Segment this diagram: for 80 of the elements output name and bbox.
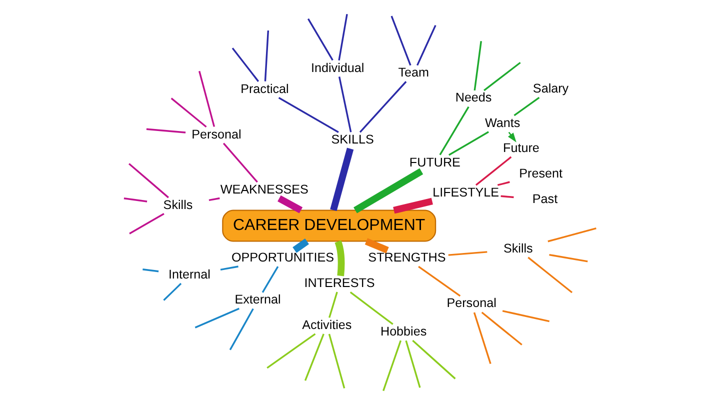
node-text: Past [532,192,558,206]
connector [502,310,550,322]
connector [412,340,456,380]
node-text: Salary [532,82,569,96]
connector [278,97,339,133]
connector [198,70,216,127]
node-text: Activities [302,318,352,332]
node-text: WEAKNESSES [220,182,308,196]
node-text: STRENGTHS [368,250,446,265]
node-text: Personal [192,127,242,142]
connector [304,334,324,381]
node-text: Team [398,66,429,80]
connector [418,266,461,297]
connector [390,16,412,66]
connector [528,256,573,294]
node-text: SKILLS [331,132,374,147]
connector [220,266,238,271]
connector [194,308,240,328]
connector [338,14,348,61]
connector [473,312,492,364]
connector [142,268,159,272]
connector [474,41,482,91]
node-text: Skills [163,198,193,212]
connector [484,62,521,92]
node-text: Hobbies [380,324,427,339]
node-text: Present [519,166,563,180]
node-text: OPPORTUNITIES [231,250,334,265]
node-text: External [234,292,281,307]
connector [292,238,309,253]
connector [481,312,522,346]
connector [338,76,352,132]
connector [359,81,407,133]
connector [328,292,338,318]
connector [500,195,514,198]
node-text: Future [503,141,540,156]
connector [307,18,334,61]
connector [229,308,254,350]
connector [393,198,433,214]
connector [328,334,346,388]
connector [208,197,220,202]
connector [497,181,510,186]
connector [354,168,424,214]
connector [264,30,270,82]
connector [364,238,389,254]
connector [330,148,354,212]
connector [163,282,182,301]
connector [266,333,316,369]
connector [128,163,169,198]
connector [405,340,421,388]
connector [475,156,512,186]
node-text: LIFESTYLE [432,185,500,200]
connector [416,24,436,66]
node-text: Personal [446,296,496,310]
connector [549,254,588,262]
node-text: Internal [168,268,210,282]
connector [222,142,258,183]
connector [129,213,164,234]
connector [334,240,345,276]
node-text: Needs [455,90,492,105]
node-text: Practical [240,82,289,96]
connector [262,266,279,293]
node-text: Individual [311,60,364,75]
node-text: Skills [503,242,533,256]
connector [439,106,470,156]
arrow [508,132,516,142]
connector [170,98,207,128]
connector [448,251,488,256]
connector [350,292,394,325]
connector [548,227,596,242]
node-text: INTERESTS [304,276,375,290]
connector [124,198,148,202]
connector [382,340,402,392]
connector [278,195,303,214]
connector [146,128,186,134]
node-text: Wants [484,116,520,130]
connector [448,131,489,156]
connector [232,48,260,82]
node-text: FUTURE [409,155,460,170]
connector [514,96,540,116]
node-box: CAREER DEVELOPMENT [222,210,436,242]
